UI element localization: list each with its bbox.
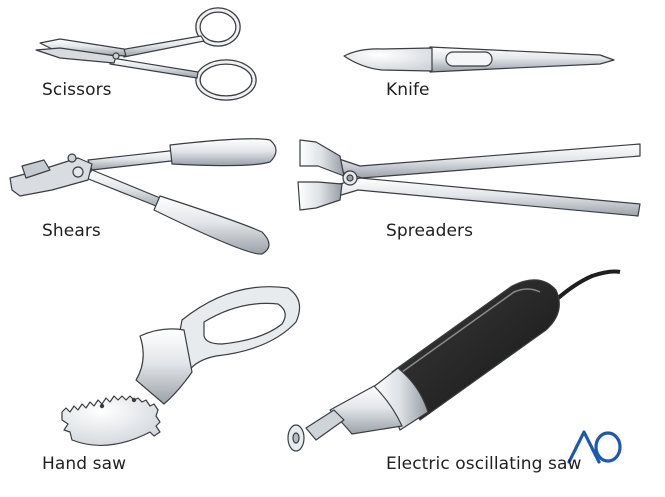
label-electric-oscillating-saw: Electric oscillating saw xyxy=(386,454,582,474)
scissors-drawing xyxy=(35,7,257,101)
electric-saw-drawing xyxy=(287,269,621,452)
shears-drawing xyxy=(9,138,277,255)
label-shears: Shears xyxy=(42,221,101,241)
label-scissors: Scissors xyxy=(42,80,112,100)
knife-drawing xyxy=(343,46,615,73)
hand-saw-drawing xyxy=(61,286,301,447)
ao-logo xyxy=(567,430,622,464)
label-knife: Knife xyxy=(386,80,430,100)
spreaders-drawing xyxy=(297,139,641,217)
label-hand-saw: Hand saw xyxy=(42,454,127,474)
label-spreaders: Spreaders xyxy=(386,221,474,241)
